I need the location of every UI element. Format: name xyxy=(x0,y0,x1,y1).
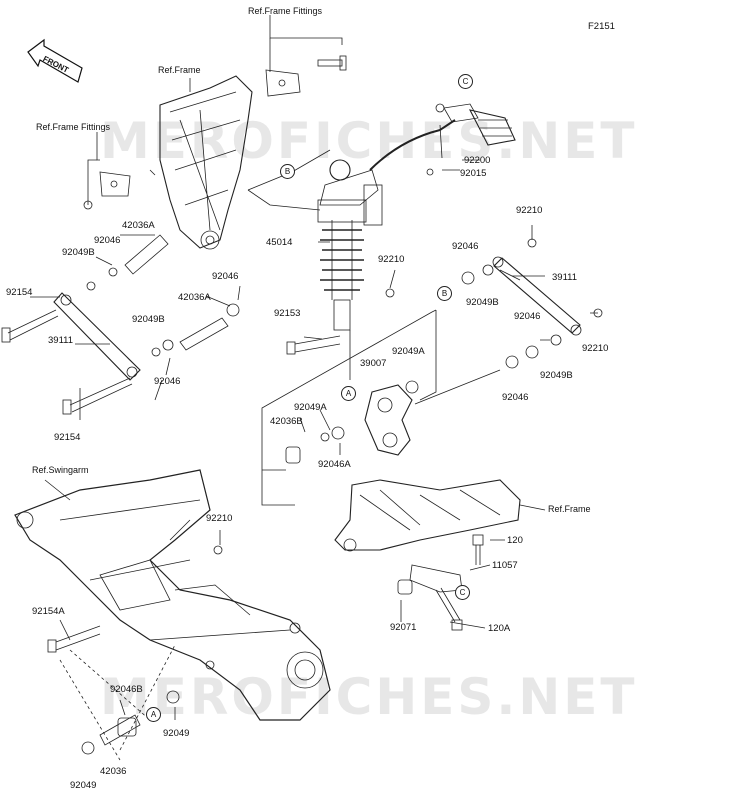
nut-92210-mid xyxy=(385,288,395,298)
part-92154A[interactable]: 92154A xyxy=(32,606,65,617)
washer-92046-lower-right xyxy=(525,345,539,359)
frame-fitting-plate-left xyxy=(83,171,131,210)
bolt-92154-upper xyxy=(1,309,59,343)
collar-42036 xyxy=(117,717,137,737)
callout-c-top: C xyxy=(458,74,473,89)
bolt-92154A xyxy=(47,625,101,653)
swingarm xyxy=(14,469,331,721)
part-39111-right[interactable]: 39111 xyxy=(552,272,578,283)
part-92046-mid[interactable]: 92046 xyxy=(212,271,239,282)
part-92049B-upper-right[interactable]: 92049B xyxy=(466,297,499,308)
part-42036A-upper[interactable]: 42036A xyxy=(122,220,155,231)
bolt-92154-lower xyxy=(62,377,133,415)
collar-42036A-upper xyxy=(124,234,169,275)
ref-frame-fittings-left: Ref.Frame Fittings xyxy=(36,122,111,132)
part-92046-center-right[interactable]: 92046 xyxy=(502,392,529,403)
callout-b-right: B xyxy=(437,286,452,301)
washer-92049B-upper-right xyxy=(482,264,494,276)
part-92153[interactable]: 92153 xyxy=(274,308,301,319)
upper-frame-bracket xyxy=(159,75,253,250)
part-39007[interactable]: 39007 xyxy=(360,358,387,369)
washer-92046-mid xyxy=(226,303,240,317)
callout-b-top: B xyxy=(280,164,295,179)
part-45014[interactable]: 45014 xyxy=(266,237,293,248)
part-92049B-lower-right[interactable]: 92049B xyxy=(540,370,573,381)
part-92046-left[interactable]: 92046 xyxy=(154,376,181,387)
part-92049A-right[interactable]: 92049A xyxy=(392,346,425,357)
washer-92049B-left xyxy=(151,347,161,357)
washer-92049B-upper xyxy=(86,281,96,291)
part-92049-left[interactable]: 92049 xyxy=(70,780,97,791)
tie-rod-39111-right xyxy=(492,256,582,336)
part-92046-lower-right[interactable]: 92046 xyxy=(514,311,541,322)
callout-c-bottom: C xyxy=(455,585,470,600)
part-92210-right[interactable]: 92210 xyxy=(582,343,609,354)
ref-frame-top: Ref.Frame xyxy=(158,65,201,75)
part-42036[interactable]: 42036 xyxy=(100,766,127,777)
bolt-120 xyxy=(472,534,484,565)
nut-92210-top-right xyxy=(527,238,537,248)
part-92071[interactable]: 92071 xyxy=(390,622,417,633)
part-92200[interactable]: 92200 xyxy=(464,155,491,166)
frame-lower-right xyxy=(334,479,521,552)
callout-a-bottom: A xyxy=(146,707,161,722)
bolt-92153 xyxy=(286,335,341,355)
part-92154-lower[interactable]: 92154 xyxy=(54,432,81,443)
part-92049B-left[interactable]: 92049B xyxy=(132,314,165,325)
part-92046A[interactable]: 92046A xyxy=(318,459,351,470)
washer-92049B-lower-right xyxy=(550,334,562,346)
ref-swingarm: Ref.Swingarm xyxy=(32,465,89,475)
washer-92046-upper-right xyxy=(461,271,475,285)
part-92049A-left[interactable]: 92049A xyxy=(294,402,327,413)
tie-rod-39111-left xyxy=(53,292,141,381)
ref-frame-right: Ref.Frame xyxy=(548,504,591,514)
callout-a-mid: A xyxy=(341,386,356,401)
washer-92049-right xyxy=(166,690,180,704)
part-39111-left[interactable]: 39111 xyxy=(48,335,74,346)
part-92046-upper-right[interactable]: 92046 xyxy=(452,241,479,252)
washer-92049A-left xyxy=(320,432,330,442)
rocker-39007 xyxy=(364,384,413,456)
nut-92210-swingarm xyxy=(213,545,223,555)
bolt-120A xyxy=(435,587,463,631)
part-120[interactable]: 120 xyxy=(507,535,523,546)
watermark-bottom: MEROFICHES.NET xyxy=(100,668,638,726)
part-92049B-upper[interactable]: 92049B xyxy=(62,247,95,258)
washer-92046-center-right xyxy=(505,355,519,369)
part-42036B[interactable]: 42036B xyxy=(270,416,303,427)
part-92049-right[interactable]: 92049 xyxy=(163,728,190,739)
frame-fitting-bolt-top xyxy=(317,55,347,71)
collar-42036A-mid xyxy=(179,317,229,351)
part-92015[interactable]: 92015 xyxy=(460,168,487,179)
part-92154-upper[interactable]: 92154 xyxy=(6,287,33,298)
ref-frame-fittings-top: Ref.Frame Fittings xyxy=(248,6,323,16)
part-92210-mid[interactable]: 92210 xyxy=(378,254,405,265)
collar-42036B xyxy=(285,446,301,464)
watermark-top: MEROFICHES.NET xyxy=(100,112,638,170)
part-42036A-mid[interactable]: 42036A xyxy=(178,292,211,303)
washer-92049A-right xyxy=(405,380,419,394)
diagram-code: F2151 xyxy=(588,21,615,32)
washer-92046A xyxy=(331,426,345,440)
preload-adjuster xyxy=(435,103,516,146)
part-11057[interactable]: 11057 xyxy=(492,560,518,571)
washer-92049-left xyxy=(81,741,95,755)
washer-92046-upper xyxy=(108,267,118,277)
reservoir-hose xyxy=(369,119,456,171)
collar-92071 xyxy=(397,579,413,595)
part-92210-swingarm[interactable]: 92210 xyxy=(206,513,233,524)
rear-shock-45014 xyxy=(317,159,383,331)
collar-92046B xyxy=(99,714,141,746)
washer-92046-left xyxy=(162,339,174,351)
part-120A[interactable]: 120A xyxy=(488,623,511,634)
part-92210-top-right[interactable]: 92210 xyxy=(516,205,543,216)
part-92046B[interactable]: 92046B xyxy=(110,684,143,695)
bracket-11057 xyxy=(409,564,463,593)
part-92046-upper[interactable]: 92046 xyxy=(94,235,121,246)
nut-92015 xyxy=(426,168,434,176)
front-arrow-icon xyxy=(27,38,83,83)
